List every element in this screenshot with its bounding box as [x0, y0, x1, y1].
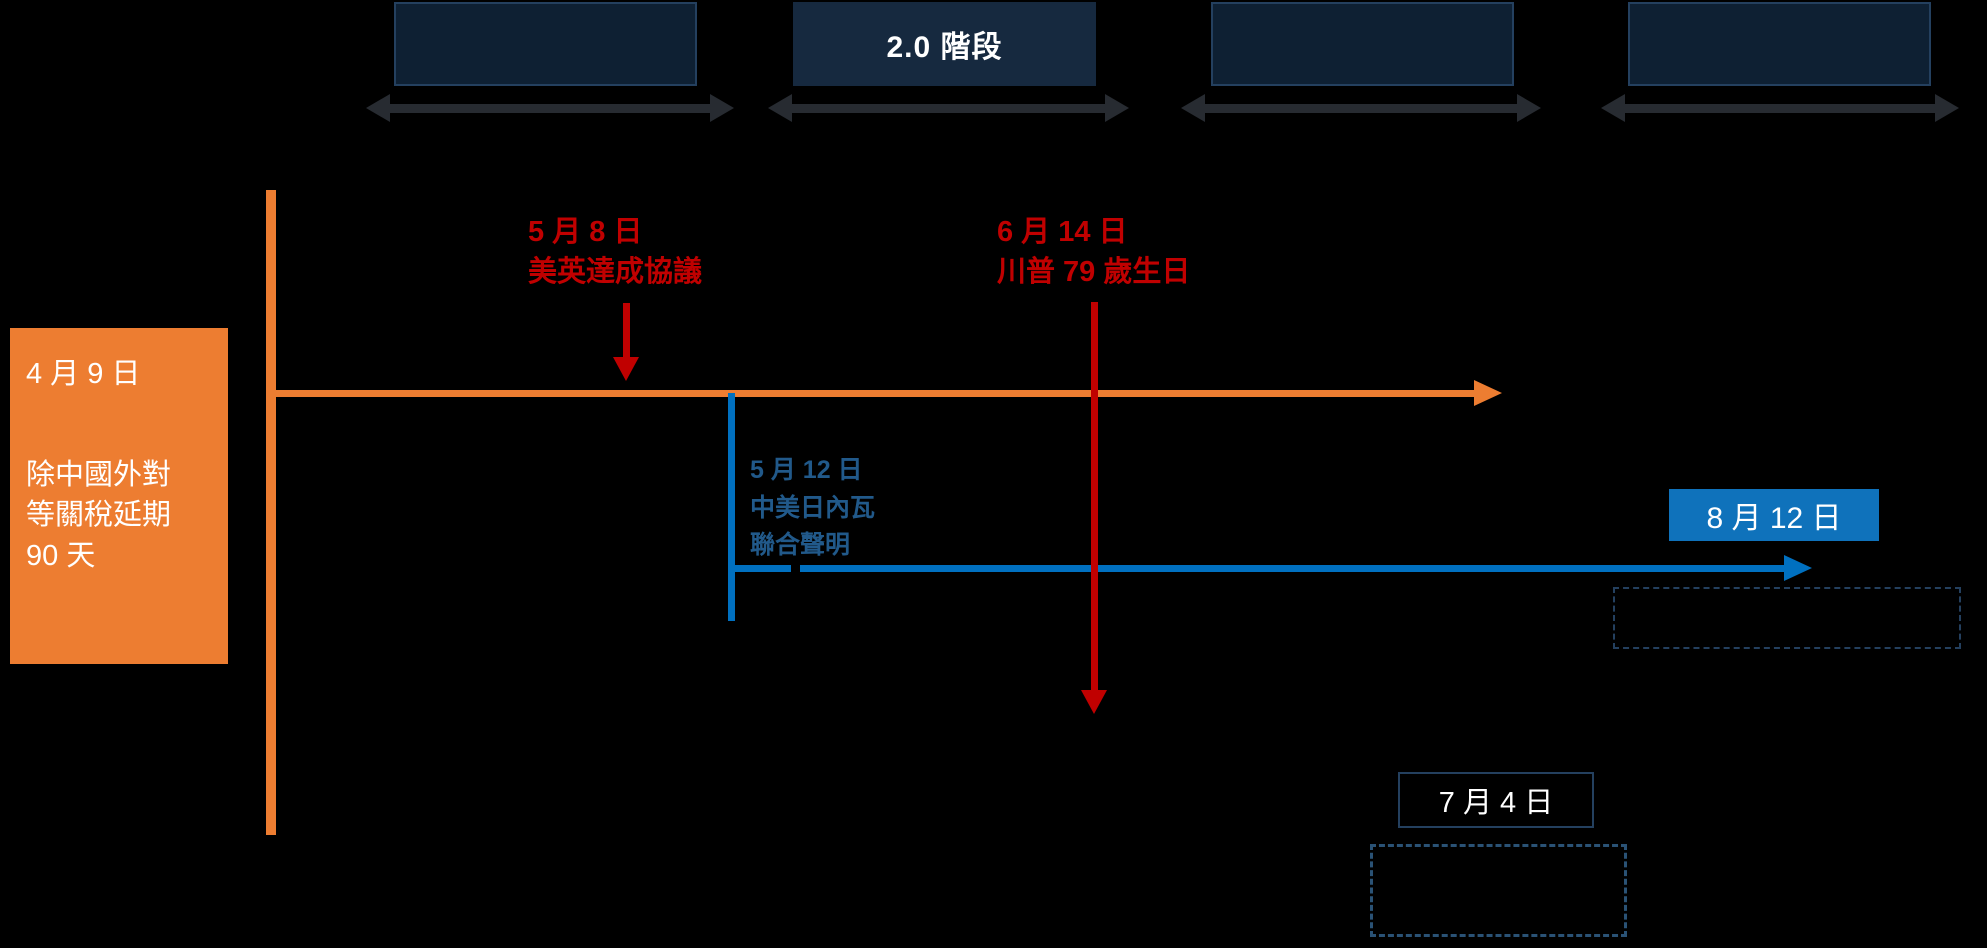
aug12-label: 8 月 12 日 [1706, 502, 1842, 535]
range-arrow-shaft [1625, 103, 1935, 113]
arrowhead-left-icon [1181, 94, 1205, 122]
arrowhead-right-icon [1784, 555, 1812, 581]
blue-timeline-shaft [734, 564, 1784, 572]
may12-line2: 聯合聲明 [750, 531, 851, 559]
may12-date: 5 月 12 日 [750, 456, 863, 484]
may12-annotation: 5 月 12 日 中美日內瓦 聯合聲明 [750, 452, 875, 565]
april9-line3: 90 天 [26, 539, 96, 572]
range-arrow-shaft [792, 103, 1105, 113]
arrowhead-right-icon [1474, 380, 1502, 406]
arrowhead-down-icon [1081, 690, 1107, 714]
range-arrow-shaft [390, 103, 710, 113]
tick-mark [791, 557, 800, 572]
may12-line1: 中美日內瓦 [750, 493, 876, 522]
phase-box-2-label: 2.0 階段 [886, 31, 1003, 64]
orange-timeline-arrow [272, 380, 1502, 406]
july4-dashed-placeholder-box [1370, 844, 1627, 937]
may8-date: 5 月 8 日 [528, 216, 643, 248]
may8-down-arrow [613, 303, 639, 381]
arrowhead-right-icon [1935, 94, 1959, 122]
blue-timeline-arrow [734, 555, 1812, 581]
april9-line1: 除中國外對 [26, 458, 172, 491]
phase-box-4 [1628, 2, 1931, 86]
april9-event-box: 4 月 9 日 除中國外對 等關稅延期 90 天 [10, 328, 228, 664]
may8-annotation: 5 月 8 日 美英達成協議 [528, 212, 702, 292]
july4-date-box: 7 月 4 日 [1398, 772, 1594, 828]
arrowhead-right-icon [1105, 94, 1129, 122]
phase-box-3 [1211, 2, 1514, 86]
june14-text: 川普 79 歲生日 [997, 256, 1191, 289]
april9-line2: 等關稅延期 [26, 499, 172, 532]
phase-box-2: 2.0 階段 [793, 2, 1096, 86]
june14-down-arrow [1081, 302, 1107, 714]
arrowhead-right-icon [710, 94, 734, 122]
orange-timeline-shaft [272, 389, 1474, 397]
arrowhead-left-icon [1601, 94, 1625, 122]
red-arrow-shaft [1090, 302, 1098, 690]
arrowhead-right-icon [1517, 94, 1541, 122]
may12-vertical-line [728, 393, 735, 621]
april9-vertical-line [266, 190, 276, 835]
range-arrow-shaft [1205, 103, 1517, 113]
arrowhead-left-icon [768, 94, 792, 122]
april9-date: 4 月 9 日 [26, 358, 141, 390]
phase-range-arrow-2 [768, 94, 1129, 122]
arrowhead-down-icon [613, 357, 639, 381]
june14-annotation: 6 月 14 日 川普 79 歲生日 [997, 212, 1190, 292]
phase-range-arrow-3 [1181, 94, 1541, 122]
may8-text: 美英達成協議 [528, 256, 703, 289]
phase-box-1 [394, 2, 697, 86]
red-arrow-shaft [622, 303, 630, 357]
aug12-date-box: 8 月 12 日 [1669, 489, 1879, 541]
arrowhead-left-icon [366, 94, 390, 122]
phase-range-arrow-1 [366, 94, 734, 122]
aug12-dashed-placeholder-box [1613, 587, 1961, 649]
june14-date: 6 月 14 日 [997, 216, 1128, 248]
july4-label: 7 月 4 日 [1438, 787, 1554, 819]
phase-range-arrow-4 [1601, 94, 1959, 122]
